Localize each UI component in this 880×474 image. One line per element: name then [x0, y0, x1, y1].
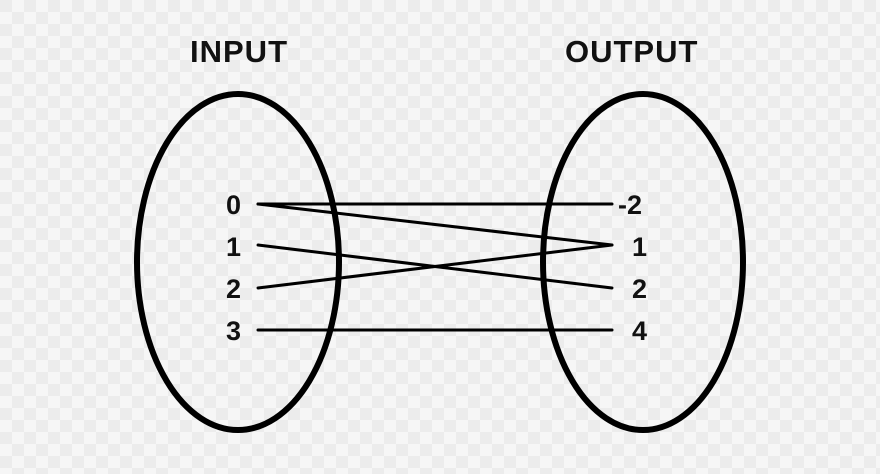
output-value-3: 4: [632, 316, 648, 346]
input-value-1: 1: [226, 232, 242, 262]
input-set-oval: [134, 91, 342, 433]
input-set-title: INPUT: [190, 34, 288, 69]
mapping-line-2-to-1: [256, 243, 614, 290]
output-value-1: 1: [632, 232, 648, 262]
output-set-oval: [540, 91, 746, 433]
input-value-3: 3: [226, 316, 242, 346]
mapping-line-0-to-1: [256, 202, 614, 247]
input-value-0: 0: [226, 190, 242, 220]
output-value-0: -2: [618, 190, 643, 220]
input-value-2: 2: [226, 274, 242, 304]
output-set-title: OUTPUT: [565, 34, 699, 69]
output-value-2: 2: [632, 274, 648, 304]
